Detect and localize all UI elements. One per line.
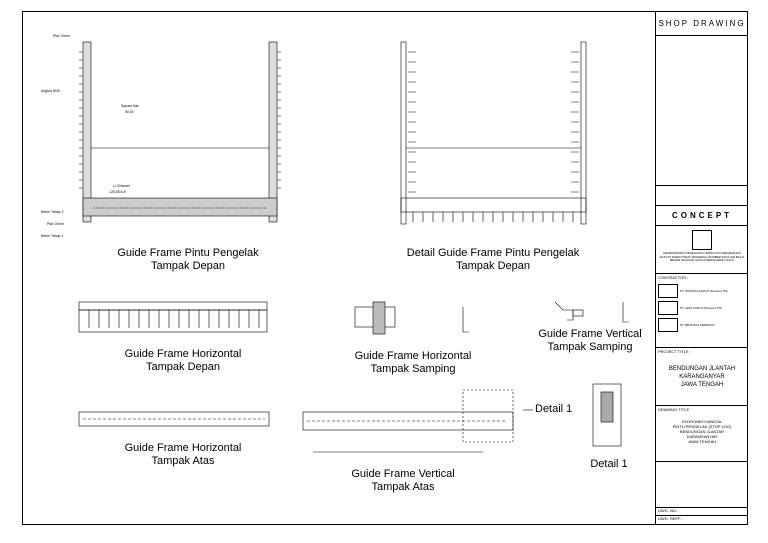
- note-uchannel-size: 125.65.6.8: [109, 190, 126, 194]
- revision-area: [656, 36, 748, 186]
- project-title: BENDUNGAN JLANTAH KARANGANYAR JAWA TENGA…: [656, 365, 748, 389]
- drawing-title-block: DRAWING TITLE : HYDROMECHANICAL PINTU PE…: [656, 406, 748, 462]
- title-block-header: SHOP DRAWING: [656, 12, 748, 36]
- contractor-logo: [658, 318, 678, 332]
- title-4-line-a: Guide Frame Horizontal: [354, 350, 472, 362]
- project-line: BENDUNGAN JLANTAH: [668, 366, 736, 372]
- note-square-size: 50.50: [125, 110, 134, 114]
- project-line: JAWA TENGAH: [680, 382, 724, 388]
- drawing-title-label: DRAWING TITLE :: [658, 407, 692, 412]
- contractor-label: CONTRACTOR :: [658, 275, 689, 280]
- drawing-line: HYDROMECHANICAL: [681, 419, 723, 424]
- drawing-number: DWG. NO. :: [656, 508, 748, 516]
- note-beton2: Beton Tahap 2: [41, 210, 64, 214]
- detail-guide-frame-front-view: [400, 41, 587, 225]
- contractor-name: PT. WASKITA KARYA (Persero) Tbk: [680, 288, 728, 293]
- detail-1-drawing: [592, 383, 622, 447]
- title-1: Guide Frame Pintu Pengelak Tampak Depan: [103, 247, 273, 273]
- title-6: Guide Frame Horizontal Tampak Atas: [103, 442, 263, 468]
- guide-frame-vertical-side: [554, 301, 629, 323]
- note-uchannel: U-Channel: [113, 184, 130, 188]
- drawing-line: BENDUNGAN JLANTAH: [679, 429, 725, 434]
- guide-frame-horizontal-side: [354, 301, 469, 335]
- drawing-line: PINTU PENGELAK (STOP LOG): [672, 424, 732, 429]
- guide-frame-horizontal-top: [78, 411, 270, 427]
- detail-1-reference: Detail 1: [535, 403, 573, 415]
- note-square: Square Bar: [121, 104, 139, 108]
- drawing-line: JAWA TENGAH: [687, 439, 717, 444]
- title-3: Guide Frame Horizontal Tampak Depan: [103, 348, 263, 374]
- title-3-line-b: Tampak Depan: [146, 361, 220, 373]
- status-stamp: CONCEPT: [656, 206, 748, 226]
- contractor-block: CONTRACTOR : PT. WASKITA KARYA (Persero)…: [656, 274, 748, 348]
- project-block: PROJECT TITLE : BENDUNGAN JLANTAH KARANG…: [656, 348, 748, 406]
- owner-block: KEMENTERIAN PEKERJAAN UMUM DAN PERUMAHAN…: [656, 226, 748, 274]
- title-2-line-b: Tampak Depan: [456, 260, 530, 272]
- title-7-line-b: Tampak Atas: [371, 481, 435, 493]
- drawing-canvas: [78, 41, 629, 453]
- contractor-logo: [658, 301, 678, 315]
- title-7-line-a: Guide Frame Vertical: [351, 468, 455, 480]
- project-label: PROJECT TITLE :: [658, 349, 691, 354]
- contractor-row: PT. ADHI KARYA (Persero) Tbk: [658, 301, 746, 315]
- revision-table: [656, 186, 748, 206]
- drawing-line: KARANGANYAR: [686, 434, 718, 439]
- title-2: Detail Guide Frame Pintu Pengelak Tampak…: [393, 247, 593, 273]
- title-7: Guide Frame Vertical Tampak Atas: [333, 468, 473, 494]
- guide-frame-vertical-top: [302, 389, 533, 453]
- note-plat-bottom: Plat 10mm: [47, 222, 64, 226]
- title-6-line-a: Guide Frame Horizontal: [124, 442, 242, 454]
- contractor-row: PT. WASKITA KARYA (Persero) Tbk: [658, 284, 746, 298]
- signature-table: [656, 462, 748, 508]
- drawing-title: HYDROMECHANICAL PINTU PENGELAK (STOP LOG…: [656, 419, 748, 444]
- title-block: SHOP DRAWING CONCEPT KEMENTERIAN PEKERJA…: [655, 12, 748, 524]
- title-5: Guide Frame Vertical Tampak Samping: [525, 328, 655, 354]
- guide-frame-horizontal-front: [78, 301, 268, 333]
- title-1-line-b: Tampak Depan: [151, 260, 225, 272]
- guide-frame-front-view: [82, 41, 278, 223]
- drawing-sheet: Guide Frame Pintu Pengelak Tampak Depan …: [22, 11, 748, 525]
- note-beton1: Beton Tahap 1: [41, 234, 64, 238]
- contractor-row: PT. BRANTAS ABIPRAYA: [658, 318, 746, 332]
- anchors-left-1: [79, 51, 281, 189]
- title-5-line-a: Guide Frame Vertical: [538, 328, 642, 340]
- title-4: Guide Frame Horizontal Tampak Samping: [343, 350, 483, 376]
- drawing-reference: DWG. REFF. :: [658, 516, 684, 521]
- drawing-area: Guide Frame Pintu Pengelak Tampak Depan …: [23, 12, 655, 524]
- project-line: KARANGANYAR: [679, 374, 725, 380]
- contractor-name: PT. BRANTAS ABIPRAYA: [680, 322, 715, 327]
- note-angkur: Angkur M25: [41, 89, 60, 93]
- owner-logo: [692, 230, 712, 250]
- contractor-name: PT. ADHI KARYA (Persero) Tbk: [680, 305, 722, 310]
- note-plat: Plat 10mm: [53, 34, 70, 38]
- title-5-line-b: Tampak Samping: [547, 341, 633, 353]
- title-3-line-a: Guide Frame Horizontal: [124, 348, 242, 360]
- title-6-line-b: Tampak Atas: [151, 455, 215, 467]
- title-2-line-a: Detail Guide Frame Pintu Pengelak: [406, 247, 580, 259]
- contractor-logo: [658, 284, 678, 298]
- title-1-line-a: Guide Frame Pintu Pengelak: [117, 247, 259, 259]
- title-8: Detail 1: [590, 458, 628, 470]
- owner-text: KEMENTERIAN PEKERJAAN UMUM DAN PERUMAHAN…: [659, 251, 745, 262]
- title-4-line-b: Tampak Samping: [370, 363, 456, 375]
